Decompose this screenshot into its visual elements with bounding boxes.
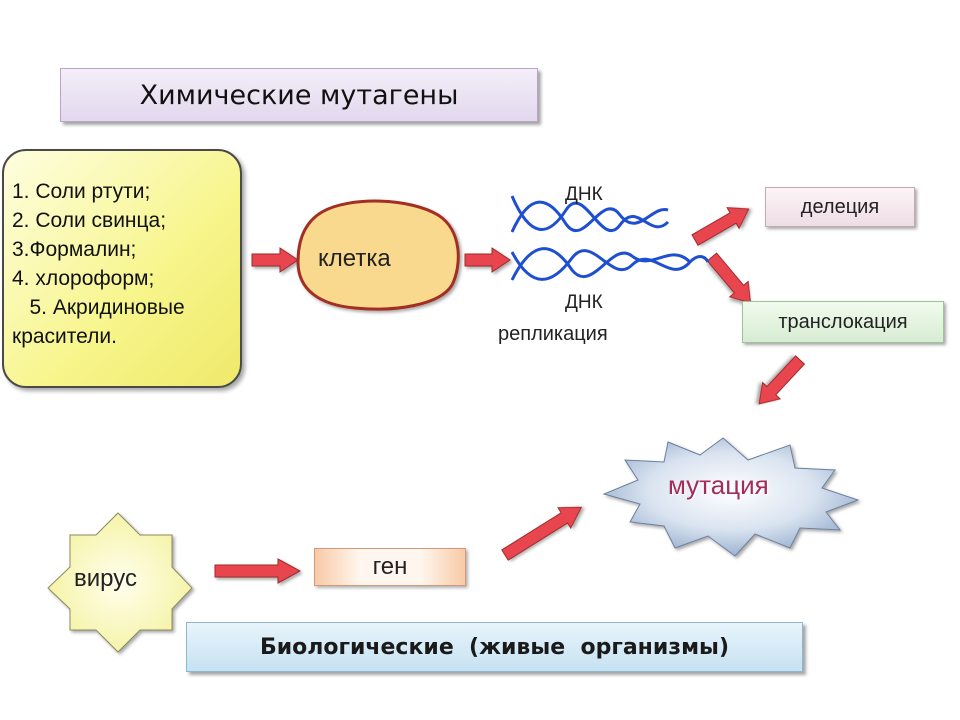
list-item: 5. Акридиновые bbox=[12, 296, 185, 319]
list-item: 4. хлороформ; bbox=[12, 267, 155, 290]
dna-top-label: ДНК bbox=[565, 184, 603, 205]
virus-label: вирус bbox=[74, 565, 137, 592]
gene-box: ген bbox=[314, 548, 466, 586]
cell-label: клетка bbox=[318, 245, 391, 272]
arrow-to-translocation bbox=[706, 252, 752, 304]
arrow-to-deletion bbox=[691, 207, 750, 246]
dna-helix-icon bbox=[510, 195, 710, 281]
translocation-label: транслокация bbox=[778, 310, 908, 333]
biological-label: Биологические (живые организмы) bbox=[259, 634, 730, 660]
title-text: Химические мутагены bbox=[139, 79, 459, 111]
chemical-mutagens-list: 1. Соли ртути; 2. Соли свинца; 3.Формали… bbox=[2, 149, 242, 388]
list-item: 2. Соли свинца; bbox=[12, 209, 167, 232]
biological-box: Биологические (живые организмы) bbox=[186, 622, 803, 672]
list-item: 1. Соли ртути; bbox=[12, 180, 151, 203]
arrow-cell-to-dna bbox=[464, 247, 511, 273]
deletion-label: делеция bbox=[800, 195, 880, 218]
translocation-box: транслокация bbox=[742, 301, 944, 343]
arrow-translocation-to-mutation bbox=[758, 355, 806, 405]
title-box: Химические мутагены bbox=[60, 68, 538, 122]
list-item: красители. bbox=[12, 325, 117, 348]
mutation-label: мутация bbox=[668, 470, 769, 500]
replication-label: репликация bbox=[498, 323, 608, 345]
dna-bottom-label: ДНК bbox=[565, 292, 603, 313]
virus-star bbox=[47, 512, 193, 653]
gene-label: ген bbox=[372, 553, 408, 580]
list-item: 3.Формалин; bbox=[12, 238, 137, 261]
arrow-virus-to-gene bbox=[214, 558, 302, 584]
deletion-box: делеция bbox=[765, 187, 915, 227]
arrow-list-to-cell bbox=[251, 247, 299, 273]
mutation-star bbox=[602, 437, 860, 557]
cell-shape bbox=[296, 199, 460, 311]
arrow-gene-to-mutation bbox=[501, 506, 583, 561]
